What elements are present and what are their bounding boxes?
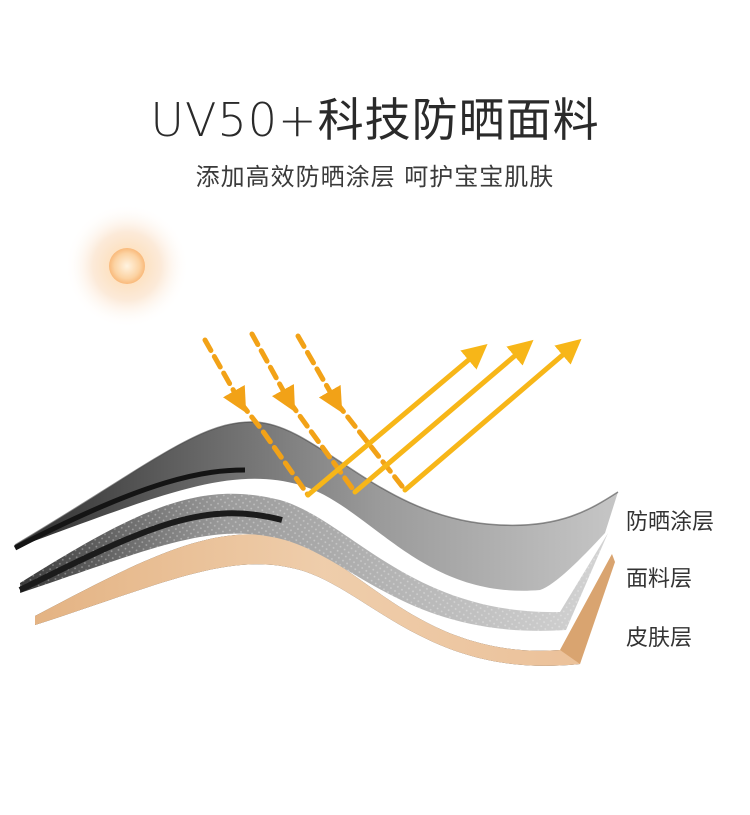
label-fabric-layer: 面料层 xyxy=(626,567,693,592)
label-skin-layer: 皮肤层 xyxy=(626,626,693,651)
skin-layer xyxy=(35,534,615,666)
reflected-uv-rays xyxy=(305,338,582,498)
page-subtitle: 添加高效防晒涂层 呵护宝宝肌肤 xyxy=(195,163,555,191)
label-coating-layer: 防晒涂层 xyxy=(626,510,715,535)
page-title: UV50+科技防晒面料 xyxy=(150,93,600,147)
fabric-layer xyxy=(18,493,608,631)
sun-icon xyxy=(65,204,189,328)
